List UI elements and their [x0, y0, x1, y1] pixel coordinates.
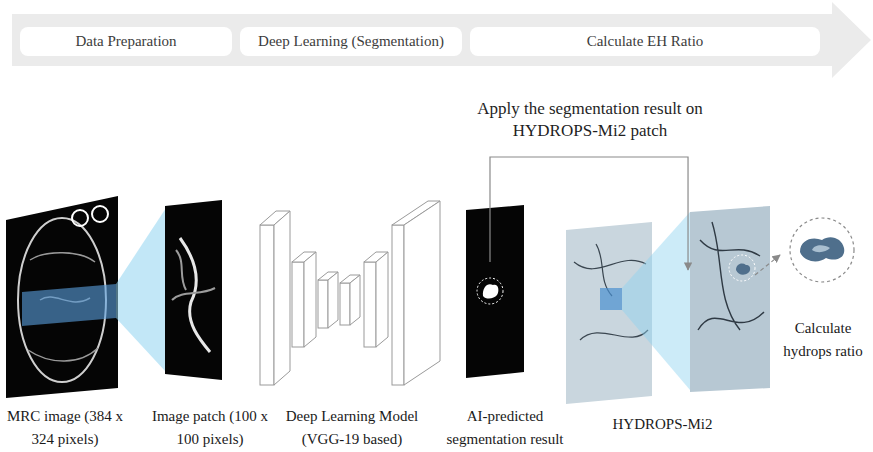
mrc-image [6, 196, 118, 398]
patch-highlight [600, 288, 622, 310]
node-label: Data Preparation [75, 33, 176, 50]
node-label: MRC image (384 x 324 pixels) [4, 405, 126, 450]
node-label: AI-predicted segmentation result [444, 405, 566, 450]
layer-block [304, 252, 316, 347]
projection [622, 212, 690, 390]
node-label: Calculate EH Ratio [587, 33, 704, 50]
patch-highlight [22, 284, 116, 326]
network-blocks [260, 201, 440, 385]
layer-block [328, 272, 338, 328]
node-label: HYDROPS-Mi2 [570, 413, 755, 436]
layer-block [318, 280, 328, 328]
segmentation-image [466, 205, 524, 378]
stage-box: Data Preparation [20, 27, 232, 56]
hydrops-blob [800, 237, 844, 261]
node-label: Deep Learning (Segmentation) [258, 33, 444, 50]
hydrops-patch [690, 206, 770, 392]
eye-outline [72, 210, 88, 226]
model-figure: Deep Learning Model (VGG-19 based) [272, 200, 432, 450]
image-figure: AI-predicted segmentation result [444, 262, 566, 450]
edge-label: Apply the segmentation result on HYDROPS… [465, 98, 715, 142]
zoom-figure: Calculate hydrops ratio [780, 215, 866, 362]
focus-circle [729, 255, 755, 281]
anatomy-lines [172, 250, 215, 300]
layer-block [392, 225, 404, 385]
node-label: Image patch (100 x 100 pixels) [150, 405, 270, 450]
layer-block [364, 262, 376, 347]
focus-circle [477, 278, 503, 304]
layer-block [274, 211, 290, 385]
projection [116, 208, 166, 372]
node-label: Deep Learning Model (VGG-19 based) [272, 405, 432, 450]
layer-block [340, 283, 350, 325]
image-figure: MRC image (384 x 324 pixels) [4, 200, 126, 450]
stage-box: Calculate EH Ratio [470, 27, 820, 56]
connector [755, 255, 780, 275]
stage-arrow [12, 2, 871, 78]
hydrops-blob [812, 245, 830, 252]
zoom-circle [790, 218, 854, 282]
image-figure: HYDROPS-Mi2 [570, 270, 755, 435]
hydrops-blob [736, 264, 750, 275]
image-patch [165, 200, 222, 380]
layer-block [376, 252, 388, 347]
layer-block [350, 275, 360, 325]
eye-outline [92, 206, 108, 222]
stage-box: Deep Learning (Segmentation) [240, 27, 462, 56]
layer-block [260, 225, 274, 385]
layer-block [292, 262, 304, 347]
node-label: Calculate hydrops ratio [780, 317, 866, 362]
segmentation-blob [483, 284, 499, 298]
anatomy-lines [698, 222, 764, 330]
layer-block [404, 201, 440, 385]
connector [490, 157, 688, 270]
image-figure: Image patch (100 x 100 pixels) [150, 200, 270, 450]
